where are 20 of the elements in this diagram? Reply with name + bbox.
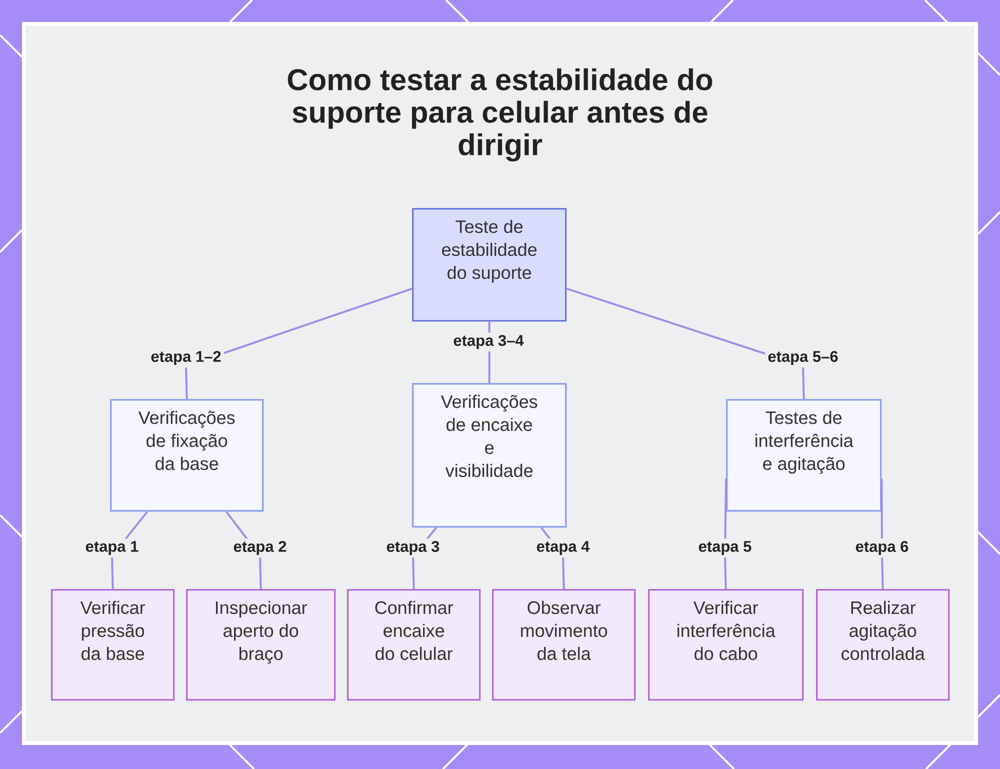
process-box: Inspecionar aperto do braço: [186, 589, 336, 701]
edge-label: etapa 6: [852, 538, 912, 558]
edge-label: etapa 1: [82, 538, 142, 558]
process-box: Teste de estabilidade do suporte: [412, 208, 567, 322]
edge-label: etapa 3: [384, 538, 442, 558]
title: Como testar a estabilidade do suporte para celular antes de dirigir: [288, 68, 712, 162]
process-box: Verificações de encaixe e visibilidade: [412, 383, 567, 528]
edge-label: etapa 5–6: [765, 348, 841, 368]
process-box: Realizar agitação controlada: [816, 589, 950, 701]
process-box: Observar movimento da tela: [492, 589, 636, 701]
edge-label: etapa 5: [696, 538, 754, 558]
edge-label: etapa 4: [534, 538, 592, 558]
process-box: Confirmar encaixe do celular: [347, 589, 481, 701]
process-box: Testes de interferência e agitação: [726, 399, 882, 512]
edge-label: etapa 1–2: [148, 348, 224, 368]
process-box: Verificar interferência do cabo: [648, 589, 804, 701]
edge-label: etapa 2: [230, 538, 290, 558]
process-box: Verificar pressão da base: [51, 589, 175, 701]
process-box: Verificações de fixação da base: [110, 399, 264, 512]
edge-label: etapa 3–4: [450, 332, 526, 352]
